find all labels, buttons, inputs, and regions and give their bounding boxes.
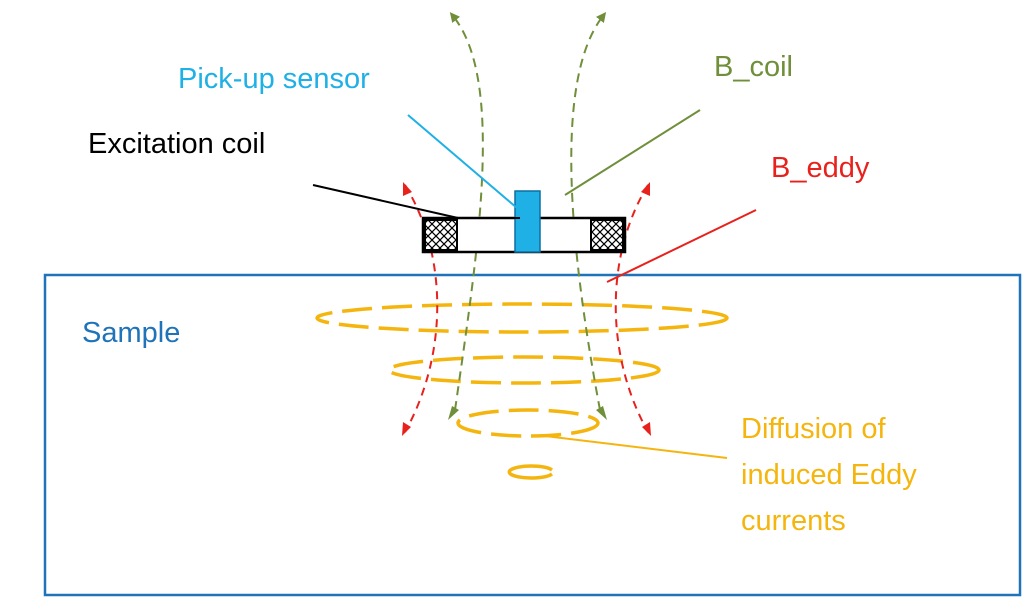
pickup-sensor	[514, 190, 541, 253]
eddy-ring-2	[387, 355, 661, 385]
excitation-coil-label: Excitation coil	[88, 128, 265, 160]
diffusion-leader-line	[544, 435, 728, 459]
b-eddy-arrow-bottom-left	[402, 422, 411, 436]
pickup-sensor-label: Pick-up sensor	[178, 63, 370, 95]
b-eddy-arrow-top-right	[641, 182, 650, 196]
b-coil-line-right	[570, 12, 607, 411]
beddy-label: B_eddy	[771, 152, 870, 184]
b-eddy-arrow-bottom-right	[642, 422, 651, 436]
b-eddy-line-right	[614, 184, 649, 433]
diffusion-label-line1: Diffusion of	[741, 413, 886, 445]
b-eddy-line-left	[404, 184, 439, 433]
b-coil-bottom-arrows	[448, 406, 607, 420]
eddy-ring-1	[315, 302, 729, 334]
b-eddy-arrowheads	[402, 182, 651, 436]
b-eddy-arrow-top-left	[403, 182, 412, 196]
excitation-leader-line	[312, 184, 520, 219]
sample-label: Sample	[82, 317, 180, 349]
coil-winding-left	[424, 219, 458, 251]
beddy-leader-line	[606, 209, 757, 283]
b-coil-field-lines	[449, 12, 607, 411]
b-coil-line-left	[449, 12, 484, 411]
coil-winding-right	[590, 219, 624, 251]
diffusion-label-line2: induced Eddy	[741, 459, 917, 491]
pickup-leader-line	[407, 114, 518, 209]
eddy-ring-4	[507, 464, 554, 480]
eddy-ring-3	[456, 408, 600, 438]
bcoil-leader-line	[564, 109, 701, 196]
diffusion-label-line3: currents	[741, 505, 846, 537]
sample-block	[43, 273, 1022, 597]
b-eddy-field-lines	[404, 184, 649, 433]
bcoil-label: B_coil	[714, 51, 793, 83]
eddy-current-rings	[315, 302, 729, 438]
